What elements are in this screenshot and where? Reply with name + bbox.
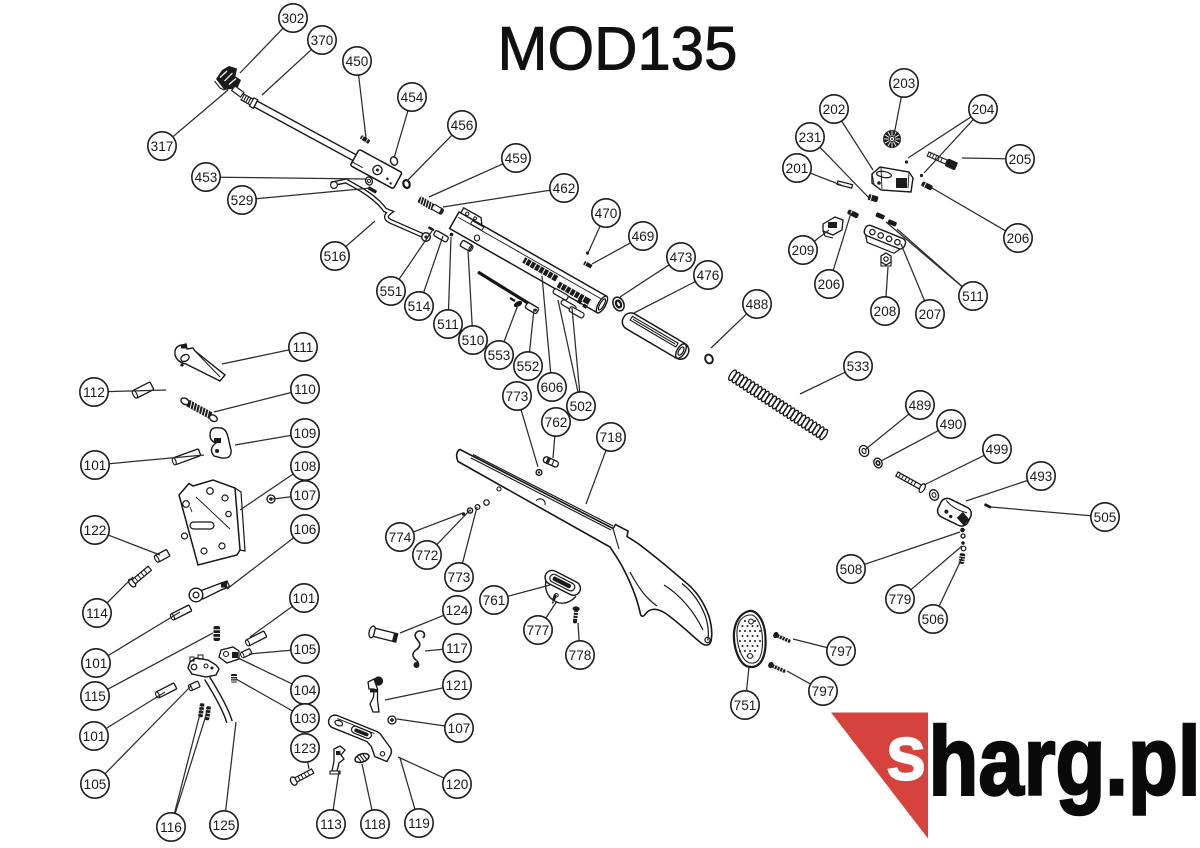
- svg-text:104: 104: [294, 683, 317, 698]
- svg-text:105: 105: [294, 642, 317, 657]
- svg-text:488: 488: [746, 297, 769, 312]
- svg-text:302: 302: [282, 11, 305, 26]
- svg-text:101: 101: [83, 729, 106, 744]
- svg-text:115: 115: [84, 689, 106, 704]
- svg-text:779: 779: [889, 592, 912, 607]
- svg-text:118: 118: [364, 817, 386, 832]
- svg-text:470: 470: [595, 206, 618, 221]
- svg-text:109: 109: [294, 426, 317, 441]
- svg-text:111: 111: [293, 340, 314, 355]
- svg-text:456: 456: [451, 118, 474, 133]
- svg-text:110: 110: [294, 382, 316, 397]
- svg-text:473: 473: [670, 250, 693, 265]
- svg-text:529: 529: [231, 193, 254, 208]
- svg-text:499: 499: [986, 442, 1009, 457]
- svg-text:107: 107: [448, 721, 471, 736]
- svg-text:122: 122: [84, 523, 107, 538]
- svg-text:772: 772: [416, 548, 439, 563]
- svg-text:101: 101: [85, 656, 108, 671]
- svg-text:106: 106: [294, 522, 317, 537]
- svg-text:206: 206: [1007, 231, 1030, 246]
- svg-text:459: 459: [505, 151, 528, 166]
- svg-text:124: 124: [446, 603, 469, 618]
- svg-text:450: 450: [346, 54, 369, 69]
- svg-text:508: 508: [840, 562, 863, 577]
- svg-text:116: 116: [160, 820, 182, 835]
- svg-text:205: 205: [1009, 152, 1032, 167]
- svg-text:121: 121: [446, 678, 469, 693]
- svg-text:511: 511: [962, 289, 984, 304]
- svg-text:105: 105: [84, 777, 107, 792]
- svg-text:493: 493: [1030, 469, 1053, 484]
- svg-text:207: 207: [919, 307, 942, 322]
- svg-text:101: 101: [84, 458, 107, 473]
- svg-text:462: 462: [553, 181, 576, 196]
- svg-text:harg.pl: harg.pl: [929, 707, 1200, 816]
- svg-text:103: 103: [294, 711, 317, 726]
- svg-text:797: 797: [812, 684, 835, 699]
- svg-text:797: 797: [830, 644, 853, 659]
- svg-text:201: 201: [786, 161, 809, 176]
- svg-text:469: 469: [632, 229, 655, 244]
- svg-text:762: 762: [545, 415, 568, 430]
- svg-text:107: 107: [294, 488, 317, 503]
- svg-text:476: 476: [697, 268, 720, 283]
- svg-text:MOD135: MOD135: [498, 15, 738, 84]
- svg-text:114: 114: [86, 606, 108, 621]
- svg-text:112: 112: [83, 385, 105, 400]
- svg-text:606: 606: [541, 380, 564, 395]
- svg-text:s: s: [886, 708, 927, 797]
- svg-text:761: 761: [483, 593, 506, 608]
- svg-text:502: 502: [570, 399, 593, 414]
- svg-text:533: 533: [847, 359, 870, 374]
- svg-text:209: 209: [792, 243, 815, 258]
- svg-text:203: 203: [893, 76, 916, 91]
- svg-text:511: 511: [437, 317, 459, 332]
- svg-text:553: 553: [488, 348, 511, 363]
- svg-text:773: 773: [448, 570, 471, 585]
- svg-text:552: 552: [517, 359, 540, 374]
- svg-text:370: 370: [311, 33, 334, 48]
- svg-text:490: 490: [940, 417, 963, 432]
- svg-text:206: 206: [818, 277, 841, 292]
- svg-text:123: 123: [294, 741, 317, 756]
- svg-text:751: 751: [734, 698, 757, 713]
- svg-text:117: 117: [446, 641, 468, 656]
- svg-text:204: 204: [972, 102, 995, 117]
- svg-text:489: 489: [909, 398, 932, 413]
- svg-text:454: 454: [401, 90, 424, 105]
- svg-text:773: 773: [506, 389, 529, 404]
- svg-text:551: 551: [380, 284, 403, 299]
- svg-text:208: 208: [874, 304, 897, 319]
- svg-text:506: 506: [922, 612, 945, 627]
- svg-text:125: 125: [213, 818, 236, 833]
- svg-text:101: 101: [293, 591, 316, 606]
- svg-text:453: 453: [195, 170, 218, 185]
- svg-text:778: 778: [569, 648, 592, 663]
- svg-text:514: 514: [408, 299, 431, 314]
- svg-text:231: 231: [799, 130, 822, 145]
- svg-text:516: 516: [324, 249, 347, 264]
- svg-text:119: 119: [408, 816, 430, 831]
- svg-text:317: 317: [151, 139, 174, 154]
- svg-text:777: 777: [527, 623, 550, 638]
- svg-text:108: 108: [294, 459, 317, 474]
- svg-text:120: 120: [446, 777, 469, 792]
- svg-text:113: 113: [320, 817, 342, 832]
- svg-text:774: 774: [389, 530, 412, 545]
- svg-text:505: 505: [1094, 510, 1117, 525]
- svg-text:202: 202: [823, 102, 846, 117]
- svg-text:718: 718: [600, 430, 623, 445]
- svg-text:510: 510: [462, 333, 485, 348]
